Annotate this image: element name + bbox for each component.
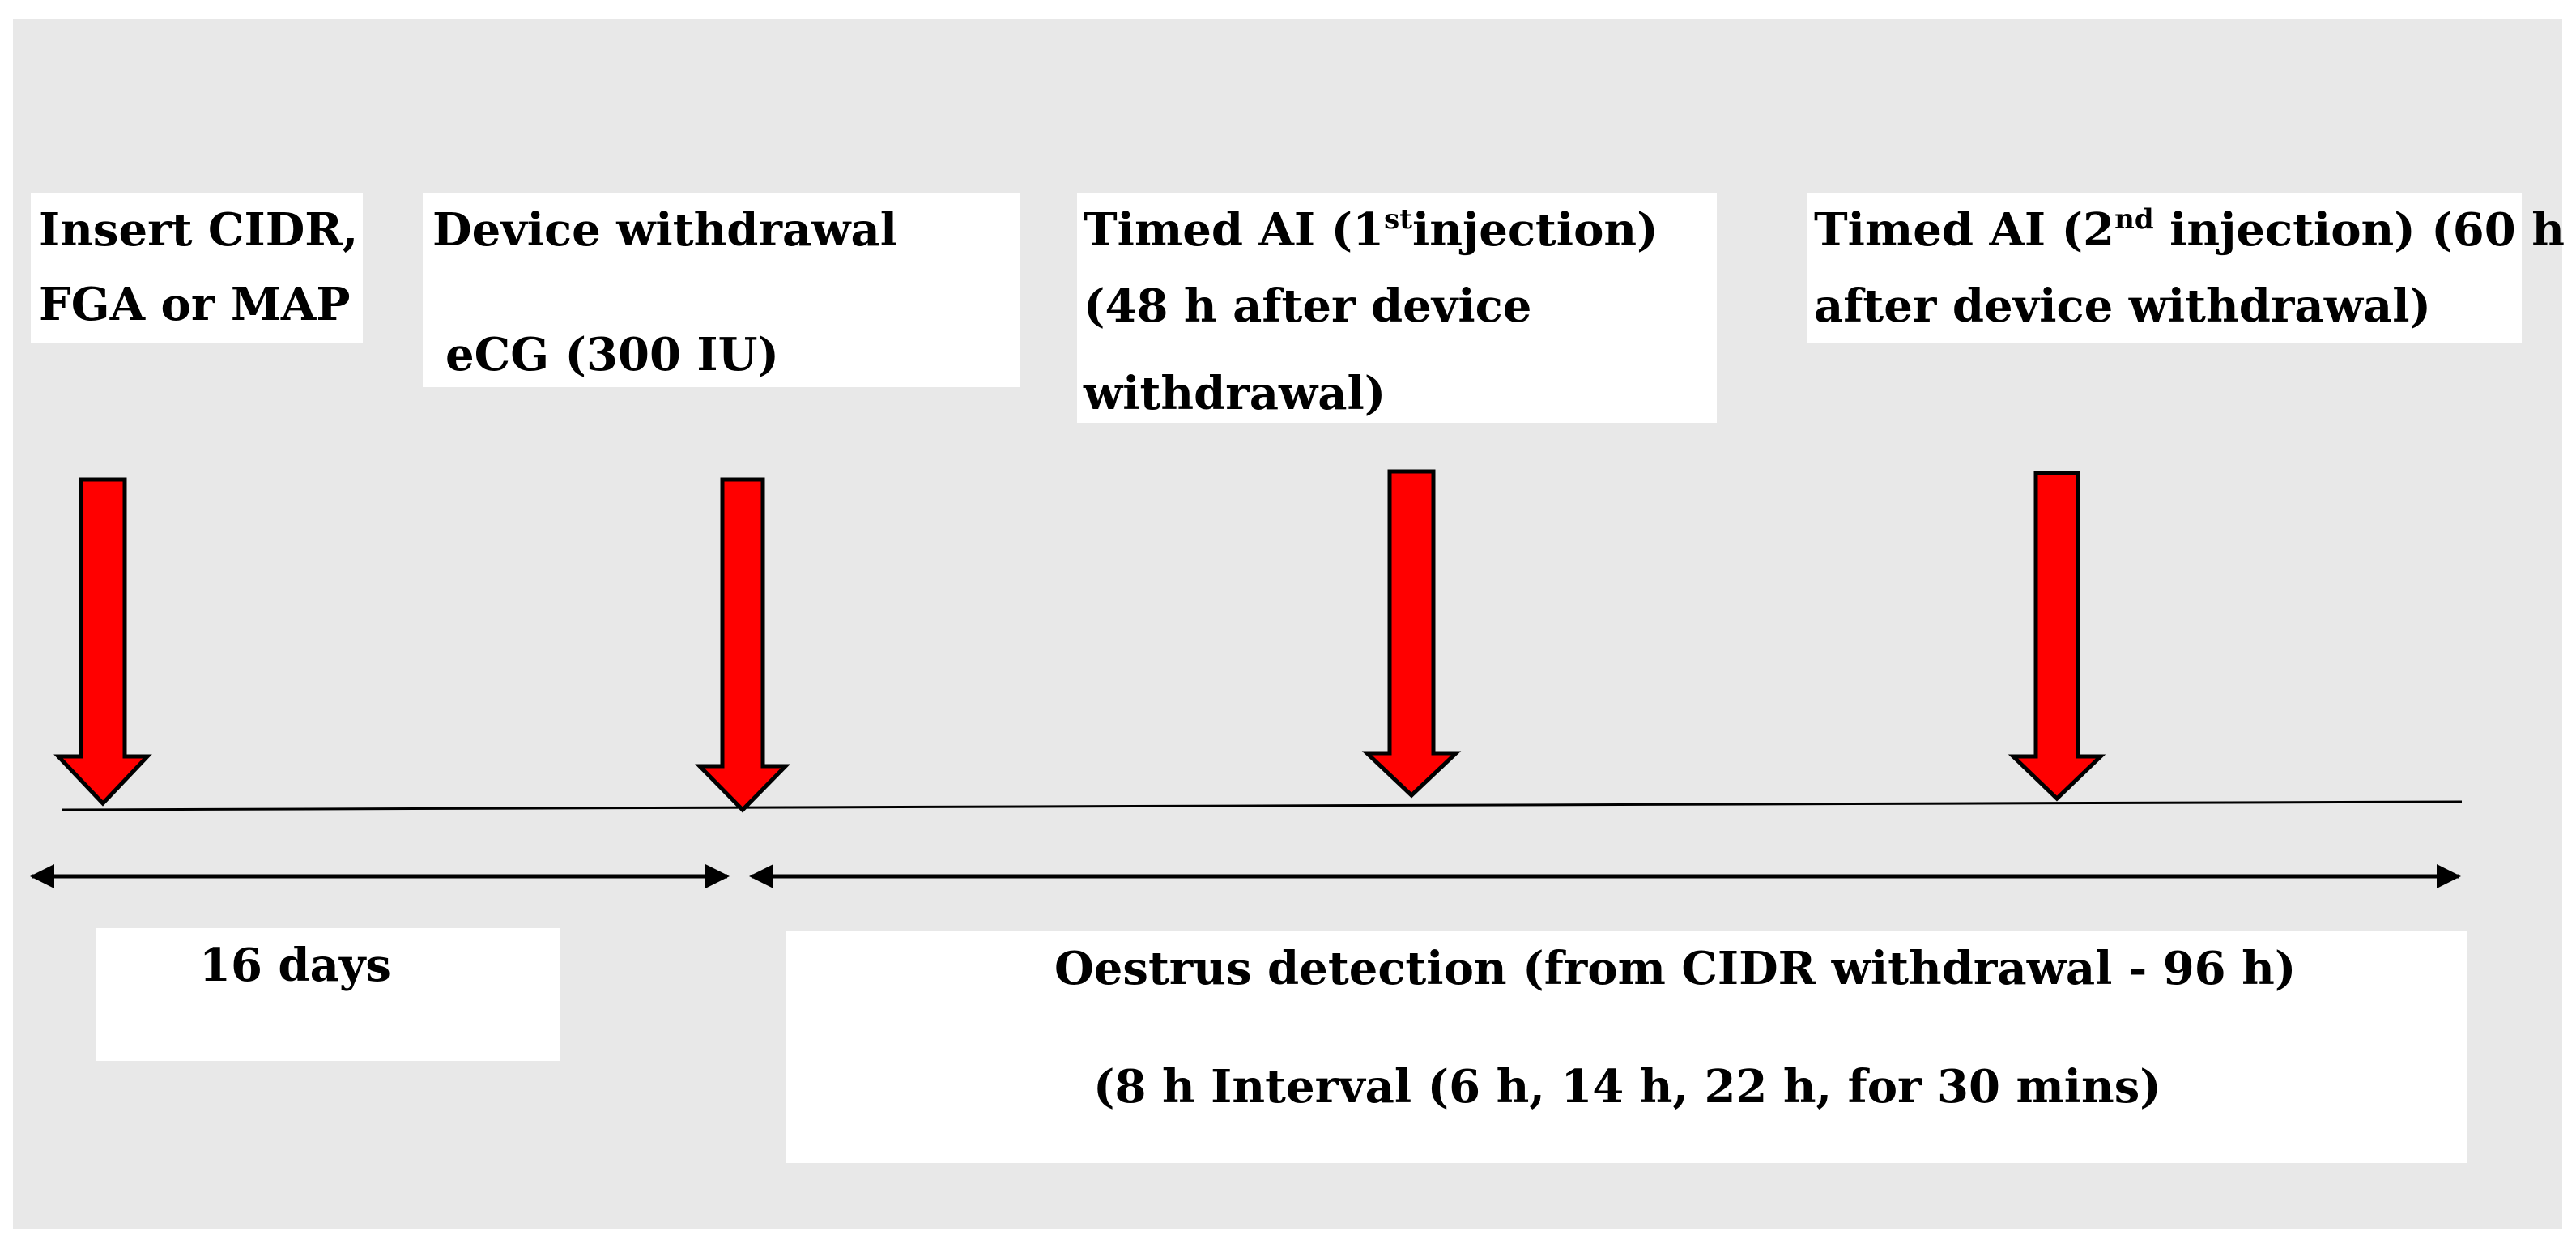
ai1-label-line2: (48 h after device [1084, 279, 1532, 333]
insert-event-arrow [53, 477, 152, 807]
ai1-label-line1: Timed AI (1stinjection) [1084, 206, 1658, 253]
duration-label-box [96, 928, 560, 1061]
ai1-event-arrow [1361, 469, 1462, 799]
ai2-label-line2: after device withdrawal) [1814, 279, 2431, 333]
withdrawal-label-box [423, 193, 1020, 387]
ai2-label-line1: Timed AI (2nd injection) (60 h [1814, 206, 2565, 253]
withdrawal-event-arrow [695, 477, 790, 813]
ai1-label-line3: withdrawal) [1084, 367, 1386, 420]
withdrawal-label-line2: eCG (300 IU) [445, 328, 779, 381]
duration-label: 16 days [199, 939, 391, 992]
insert-label-line2: FGA or MAP [39, 278, 351, 331]
ai2-label-sup: nd [2114, 203, 2154, 236]
ai1-label-sup: st [1384, 203, 1412, 236]
timeline-line [61, 800, 2463, 811]
ai1-label-box [1077, 193, 1717, 423]
detection-label-line1: Oestrus detection (from CIDR withdrawal … [1054, 942, 2297, 995]
ai2-label-post: injection) (60 h [2153, 203, 2565, 257]
ai2-event-arrow [2008, 471, 2106, 802]
ai2-label-box [1807, 193, 2522, 343]
ai2-label-pre: Timed AI (2 [1814, 203, 2115, 257]
insert-label-box [31, 193, 363, 343]
withdrawal-label-line1: Device withdrawal [432, 203, 897, 257]
ai1-label-post: injection) [1411, 203, 1658, 257]
ai1-label-pre: Timed AI (1 [1084, 203, 1385, 257]
insert-label-line1: Insert CIDR, [39, 203, 359, 257]
detection-label-box [786, 931, 2467, 1163]
detection-label-line2: (8 h Interval (6 h, 14 h, 22 h, for 30 m… [1093, 1060, 2161, 1114]
